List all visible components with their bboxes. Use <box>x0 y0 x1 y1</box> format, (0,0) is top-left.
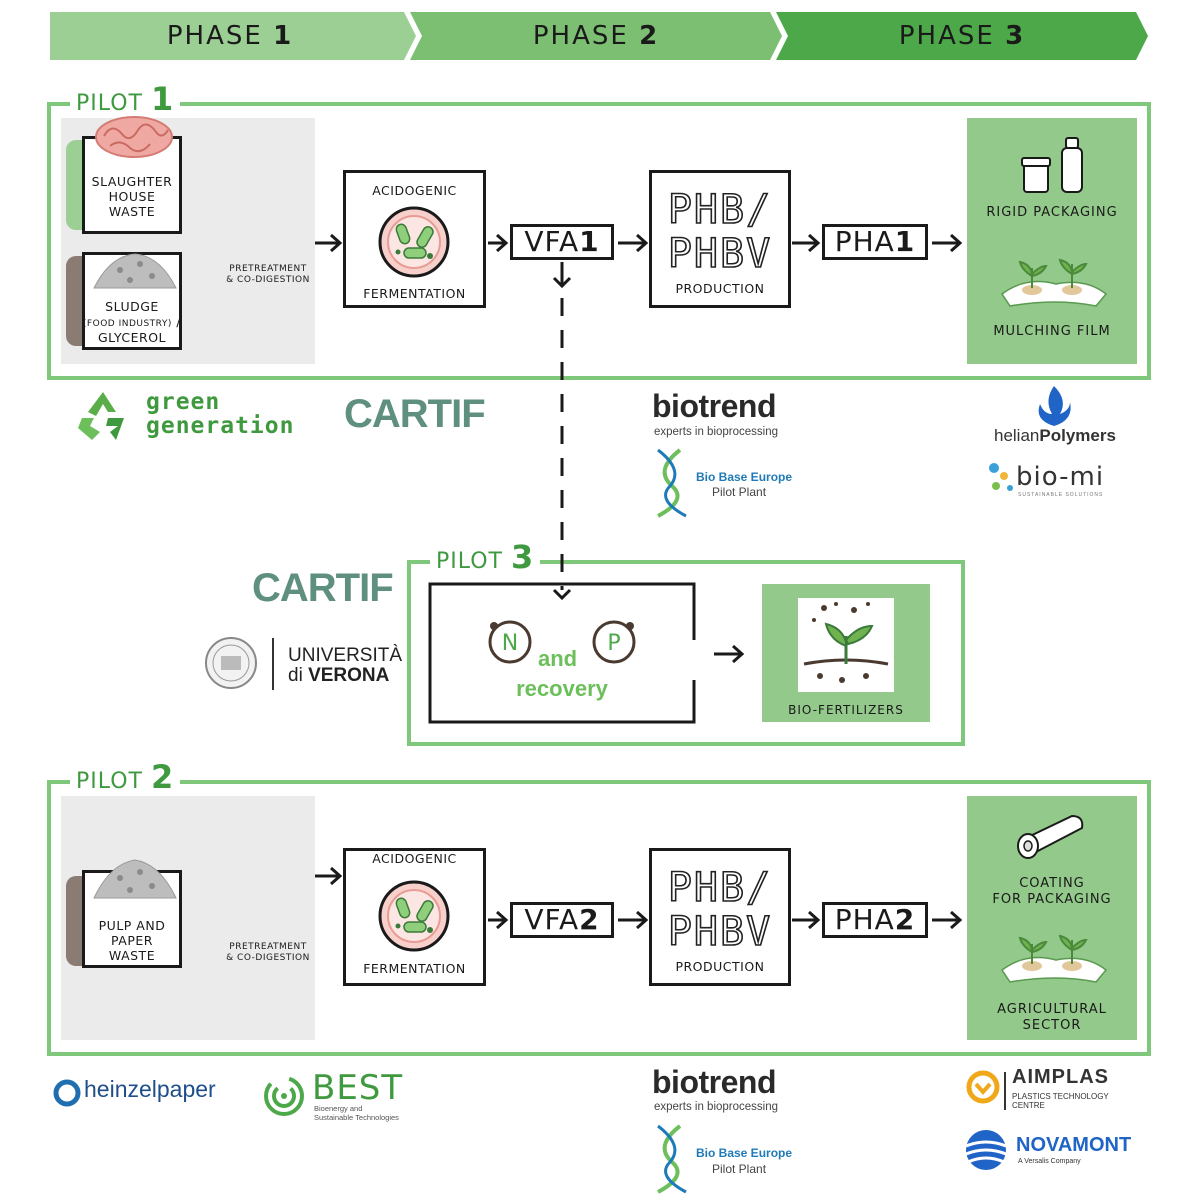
bottles-icon <box>1021 137 1083 193</box>
bio-base-europe-sub-2: Pilot Plant <box>712 1162 767 1176</box>
agri-film-icon <box>1000 934 1108 983</box>
vfa2-box: VFA2 <box>510 902 614 938</box>
bacteria-icon <box>378 206 450 278</box>
phb2-label: PHB/PHBV <box>667 865 773 955</box>
bio-base-europe-logo: Bio Base Europe <box>696 470 793 484</box>
phase-2-label: PHASE 2 <box>532 21 660 51</box>
biomi-tagline: SUSTAINABLE SOLUTIONS <box>1018 492 1104 498</box>
production2-label: PRODUCTION <box>675 959 765 974</box>
pha1-box: PHA1 <box>822 224 928 260</box>
dna-icon-2 <box>657 1124 687 1194</box>
phase-1-label: PHASE 1 <box>166 21 294 51</box>
recovery-label: recovery <box>516 676 608 701</box>
phb-label: PHB/PHBV <box>667 187 773 277</box>
and-label: and <box>538 646 578 671</box>
brown-tab-2 <box>66 876 86 966</box>
biomi-logo: bio-mi <box>1016 462 1105 492</box>
phb-production2-box <box>649 848 791 986</box>
pha2-box: PHA2 <box>822 902 928 938</box>
biotrend-tagline: experts in bioprocessing <box>654 426 779 438</box>
recycle-icon <box>78 392 124 440</box>
bacteria-icon-2 <box>378 880 450 952</box>
phase-3-label: PHASE 3 <box>898 21 1026 51</box>
best-swirl-icon <box>264 1076 304 1116</box>
univ-divider <box>272 638 274 690</box>
p-letter: P <box>607 631 620 656</box>
pilot1-output-panel <box>967 118 1137 364</box>
p-nutrient-icon: P <box>592 620 636 664</box>
pilot1-title: PILOT 1 <box>70 80 181 118</box>
university-seal-icon <box>205 637 257 689</box>
sprout-soil-icon <box>803 602 889 683</box>
film-roll-icon <box>1017 814 1084 859</box>
bio-base-europe-sub: Pilot Plant <box>712 485 767 499</box>
pretreatment2-label: PRETREATMENT& CO-DIGESTION <box>226 942 310 963</box>
aimplas-icon <box>966 1070 1000 1104</box>
ferm2-top-label: ACIDOGENIC <box>372 851 457 866</box>
mulching-film-icon <box>1000 258 1108 307</box>
cartif-logo: CARTIF <box>344 392 486 436</box>
bio-base-europe-logo-2: Bio Base Europe <box>696 1146 793 1160</box>
pilot1-frame <box>47 102 1151 380</box>
phb-production-box <box>649 170 791 308</box>
vfa1-box: VFA1 <box>510 224 614 260</box>
aimplas-divider <box>1004 1072 1006 1110</box>
biomi-dots-icon <box>989 463 1013 491</box>
dna-icon <box>657 448 687 518</box>
mulching-film-label: MULCHING FILM <box>993 324 1111 339</box>
rigid-packaging-label: RIGID PACKAGING <box>986 205 1118 220</box>
intestine-icon <box>95 116 173 158</box>
ferm-top-label: ACIDOGENIC <box>372 183 457 198</box>
univ-verona-logo: UNIVERSITÀ di VERONA <box>288 645 403 686</box>
bio-fertilizers-label: BIO-FERTILIZERS <box>788 703 904 717</box>
pretreatment-label: PRETREATMENT& CO-DIGESTION <box>226 264 310 285</box>
heinzel-ring-icon <box>53 1079 81 1107</box>
novamont-tagline: A Versalis Company <box>1018 1158 1081 1165</box>
pilot2-title: PILOT 2 <box>70 758 181 796</box>
cartif-logo-2: CARTIF <box>252 566 394 610</box>
ferm-bottom-label: FERMENTATION <box>363 286 466 301</box>
phase-banner <box>50 12 1148 60</box>
pilot3-frame <box>407 560 965 746</box>
biotrend-tagline-2: experts in bioprocessing <box>654 1101 779 1113</box>
pilot3-title: PILOT 3 <box>430 538 541 576</box>
biotrend-logo: biotrend <box>652 388 776 424</box>
novamont-logo: NOVAMONT <box>1016 1134 1132 1156</box>
green-tab <box>66 140 86 230</box>
helian-polymers-logo: helianPolymers <box>994 426 1116 445</box>
sludge-pile-icon <box>93 253 177 289</box>
n-nutrient-icon: N <box>488 620 532 664</box>
production-label: PRODUCTION <box>675 281 765 296</box>
helian-flame-icon <box>1038 386 1071 426</box>
sludge-label: SLUDGE (FOOD INDUSTRY) / GLYCEROL <box>82 299 182 345</box>
pulp-pile-icon <box>93 859 177 899</box>
brown-tab <box>66 256 86 346</box>
n-letter: N <box>502 631 518 656</box>
novamont-globe-icon <box>965 1130 1007 1170</box>
aimplas-logo: AIMPLAS <box>1012 1066 1109 1088</box>
biotrend-logo-2: biotrend <box>652 1064 776 1100</box>
best-logo: BEST <box>312 1068 404 1108</box>
ferm2-bottom-label: FERMENTATION <box>363 961 466 976</box>
heinzelpaper-logo: heinzelpaper <box>84 1076 216 1102</box>
pilot2-frame <box>47 780 1151 1056</box>
